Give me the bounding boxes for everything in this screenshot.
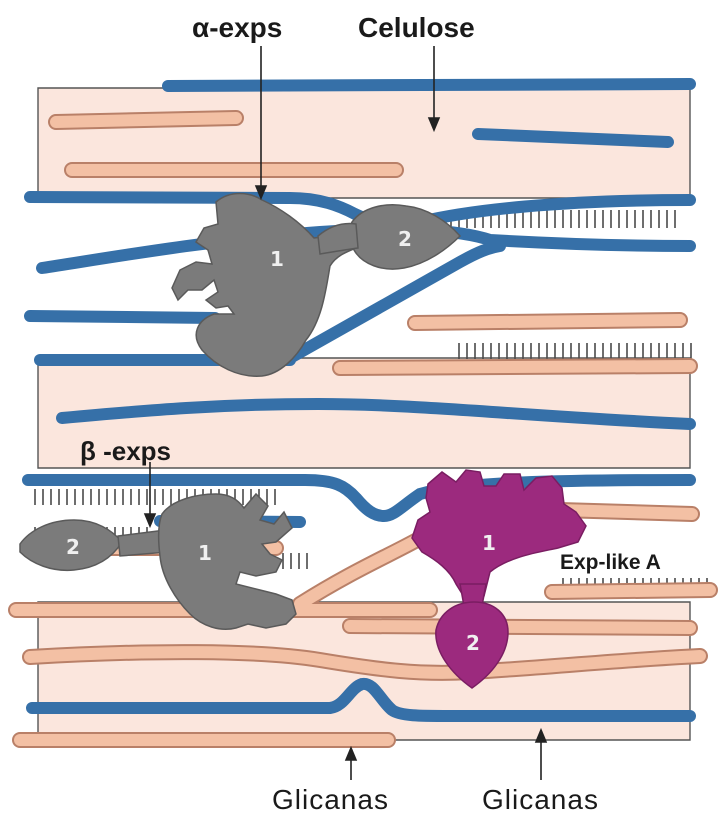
glycan-chain bbox=[350, 626, 690, 628]
beta-exps-arrowhead bbox=[145, 514, 155, 526]
explike-domain-2-number: 2 bbox=[466, 631, 480, 655]
explike-domain-1-number: 1 bbox=[482, 531, 496, 555]
glycan-chain bbox=[560, 510, 692, 514]
glicanas-left-arrowhead bbox=[346, 748, 356, 760]
beta-exps-label: β -exps bbox=[80, 438, 171, 464]
alpha-expansin-domain-1 bbox=[172, 194, 356, 377]
beta-domain-2-number: 2 bbox=[66, 535, 80, 559]
hatch-region bbox=[28, 489, 278, 505]
alpha-domain-1-number: 1 bbox=[270, 247, 284, 271]
hatch-region bbox=[455, 343, 695, 359]
glycan-chain bbox=[340, 366, 690, 368]
exp-like-a-label: Exp-like A bbox=[560, 552, 661, 573]
glycan-chain bbox=[415, 320, 680, 323]
glycan-chain bbox=[552, 590, 710, 592]
glycan-chain bbox=[56, 118, 236, 122]
celulose-label: Celulose bbox=[358, 14, 475, 42]
alpha-exps-label: α-exps bbox=[192, 14, 282, 42]
cellulose-fibril bbox=[168, 84, 690, 86]
exp-like-a-domain-1 bbox=[412, 470, 586, 600]
glicanas-right-label: Glicanas bbox=[482, 786, 599, 814]
beta-domain-1-number: 1 bbox=[198, 541, 212, 565]
cellulose-fibril bbox=[478, 134, 668, 142]
cellulose-fibril bbox=[30, 316, 215, 318]
alpha-domain-2-number: 2 bbox=[398, 227, 412, 251]
glicanas-left-label: Glicanas bbox=[272, 786, 389, 814]
